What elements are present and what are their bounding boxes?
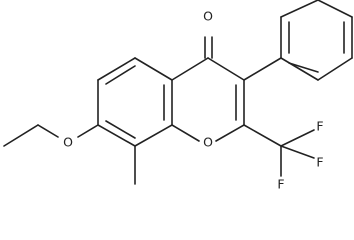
carbonyl-oxygen-label: O	[203, 9, 213, 24]
bond-ph-3-4	[317, 0, 353, 18]
bond-c3-phenyl	[243, 57, 282, 81]
bond-ph-6-1	[280, 57, 319, 81]
bond-c4-c3	[207, 57, 245, 81]
bond-ph-5-6	[317, 57, 353, 81]
bond-c4-c4a	[171, 57, 209, 81]
bond-c8-c8a	[134, 124, 173, 147]
structure-diagram: O O O F F F	[3, 0, 353, 192]
ether-oxygen-bg	[61, 133, 76, 151]
bond-c5-c6	[97, 57, 136, 81]
bonds	[3, 0, 353, 185]
ether-oxygen-label: O	[63, 135, 73, 150]
fluorine-label-1: F	[316, 119, 323, 134]
bond-c7-c8	[97, 124, 136, 147]
bond-c7-oether	[77, 124, 99, 138]
bond-oether-ch2	[37, 124, 59, 138]
molecule-svg: O O O F F F	[3, 0, 353, 192]
bond-cf3-f1	[280, 129, 315, 147]
fluorine-label-2: F	[316, 155, 323, 170]
bond-ph-2-3	[280, 0, 319, 18]
bond-c5-c6-inner	[105, 65, 136, 85]
bond-cf3-f2	[280, 145, 315, 159]
carbonyl-oxygen-bg	[201, 3, 216, 23]
bond-c2-cf3	[243, 124, 282, 147]
ring-oxygen-label: O	[203, 135, 213, 150]
bond-ch2-ch3	[3, 124, 39, 147]
bond-c2-o1	[215, 124, 245, 142]
bond-c4a-c5	[134, 57, 173, 81]
bond-ph-6-1-inner	[288, 62, 319, 73]
ring-oxygen-bg	[200, 133, 215, 151]
atom-labels: O O O F F F	[61, 3, 324, 192]
fluorine-label-3: F	[277, 177, 284, 192]
bond-o1-c8a	[171, 124, 200, 142]
bond-c7-c8-inner	[105, 120, 136, 139]
